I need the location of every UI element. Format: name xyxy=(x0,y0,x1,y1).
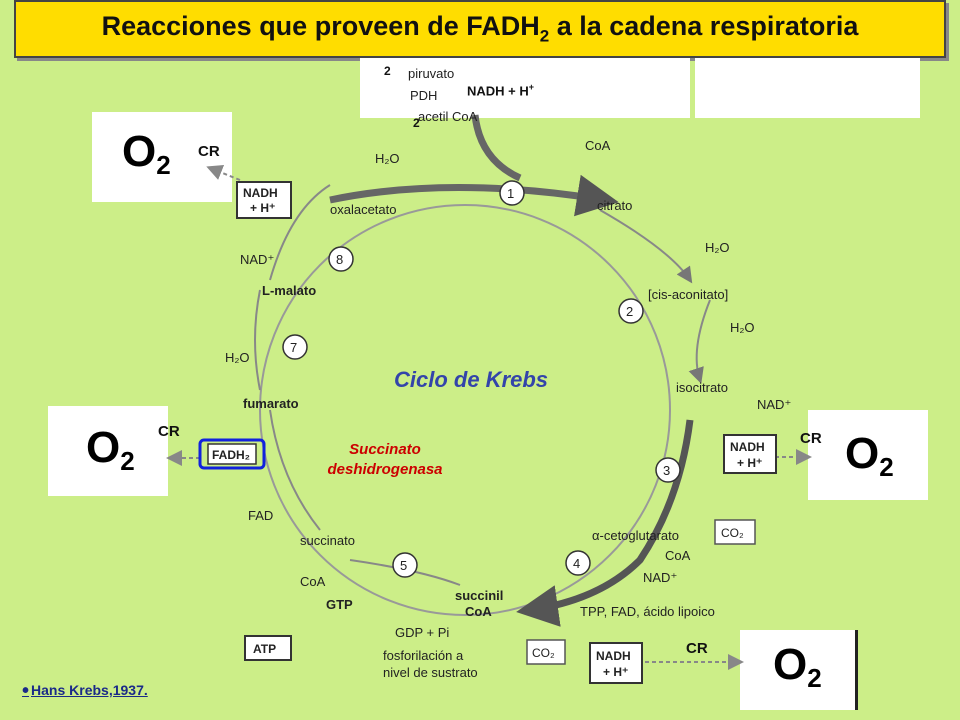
svg-text:+ H⁺: + H⁺ xyxy=(250,201,275,215)
label-citrate: citrato xyxy=(597,198,632,213)
nadh-box-left: NADH + H⁺ xyxy=(236,181,292,219)
label-nad-plus-2: NAD⁺ xyxy=(643,570,677,585)
step-2: 2 xyxy=(618,298,644,324)
title-bar: Reacciones que proveen de FADH2 a la cad… xyxy=(14,0,946,58)
label-phos-2: nivel de sustrato xyxy=(383,665,478,680)
svg-text:CO₂: CO₂ xyxy=(532,646,555,660)
label-coa-1: CoA xyxy=(585,138,611,153)
svg-text:NADH: NADH xyxy=(243,186,278,200)
svg-text:FADH₂: FADH₂ xyxy=(212,448,250,462)
step-5: 5 xyxy=(392,552,418,578)
svg-text:2: 2 xyxy=(626,304,633,319)
label-pyruvate: piruvato xyxy=(408,66,454,81)
label-succinyl-coa: CoA xyxy=(465,604,492,619)
o2-top-left: O2 xyxy=(122,127,171,180)
label-two-a: 2 xyxy=(384,64,391,78)
co2-box-bottom: CO₂ xyxy=(526,639,566,665)
svg-text:+ H⁺: + H⁺ xyxy=(737,456,762,470)
label-coa-3: CoA xyxy=(300,574,326,589)
white-panel-o2-top-left xyxy=(92,112,232,202)
co2-box-right: CO₂ xyxy=(714,519,756,545)
label-gtp: GTP xyxy=(326,597,353,612)
label-acetyl-coa: acetil CoA xyxy=(418,109,478,124)
fadh2-box: FADH₂ xyxy=(198,438,266,470)
nadh-box-bottom: NADH + H⁺ xyxy=(589,642,643,684)
label-two-b: 2 xyxy=(413,116,420,130)
label-h2o-2: H₂O xyxy=(705,240,730,255)
step-4: 4 xyxy=(565,550,591,576)
svg-text:CO₂: CO₂ xyxy=(721,526,744,540)
cr-top-left: CR xyxy=(198,143,220,160)
svg-text:4: 4 xyxy=(573,556,580,571)
label-phos-1: fosforilación a xyxy=(383,648,464,663)
label-malate: L-malato xyxy=(262,283,316,298)
footer-citation: •Hans Krebs,1937. xyxy=(22,680,148,702)
label-tpp: TPP, FAD, ácido lipoico xyxy=(580,604,715,619)
svg-text:ATP: ATP xyxy=(253,642,276,656)
label-nad-plus-1: NAD⁺ xyxy=(757,397,791,412)
white-panel-o2-right xyxy=(808,410,928,500)
label-cis-aconitate: [cis-aconitato] xyxy=(648,287,728,302)
label-coa-2: CoA xyxy=(665,548,691,563)
white-panel-top xyxy=(360,58,690,118)
label-h2o-1: H₂O xyxy=(375,151,400,166)
label-isocitrate: isocitrato xyxy=(676,380,728,395)
svg-text:+ H⁺: + H⁺ xyxy=(603,665,628,679)
svg-text:3: 3 xyxy=(663,463,670,478)
label-succinyl: succinil xyxy=(455,588,503,603)
white-panel-o2-bottom xyxy=(740,630,858,710)
cr-left: CR xyxy=(158,423,180,440)
label-h2o-4: H₂O xyxy=(225,350,250,365)
step-7: 7 xyxy=(282,334,308,360)
label-h2o-3: H₂O xyxy=(730,320,755,335)
cr-bottom: CR xyxy=(686,640,708,657)
label-gdp: GDP + Pi xyxy=(395,625,449,640)
step-1: 1 xyxy=(499,180,525,206)
label-fad: FAD xyxy=(248,508,273,523)
svg-text:NADH: NADH xyxy=(596,649,631,663)
white-panel-top-right xyxy=(695,58,920,118)
o2-left: O2 xyxy=(86,423,135,476)
label-fumarate: fumarato xyxy=(243,396,299,411)
atp-box: ATP xyxy=(244,635,292,661)
svg-text:8: 8 xyxy=(336,252,343,267)
cycle-title: Ciclo de Krebs xyxy=(394,367,549,392)
page-title: Reacciones que proveen de FADH2 a la cad… xyxy=(101,11,859,46)
cr-right: CR xyxy=(800,430,822,447)
o2-right: O2 xyxy=(845,429,894,482)
step-8: 8 xyxy=(328,246,354,272)
label-nad-left: NAD⁺ xyxy=(240,252,274,267)
label-oxaloacetate: oxalacetato xyxy=(330,202,397,217)
o2-bottom: O2 xyxy=(773,640,822,693)
step-3: 3 xyxy=(655,457,681,483)
label-pdh: PDH xyxy=(410,88,437,103)
svg-text:1: 1 xyxy=(507,186,514,201)
enzyme-label: Succinato deshidrogenasa xyxy=(327,441,443,478)
white-panel-o2-left xyxy=(48,406,168,496)
label-akg: α-cetoglutarato xyxy=(592,528,679,543)
svg-text:7: 7 xyxy=(290,340,297,355)
label-nadh-top: NADH + H+ xyxy=(467,82,535,99)
label-succinate: succinato xyxy=(300,533,355,548)
svg-text:NADH: NADH xyxy=(730,440,765,454)
svg-text:5: 5 xyxy=(400,558,407,573)
nadh-box-right: NADH + H⁺ xyxy=(723,434,777,474)
